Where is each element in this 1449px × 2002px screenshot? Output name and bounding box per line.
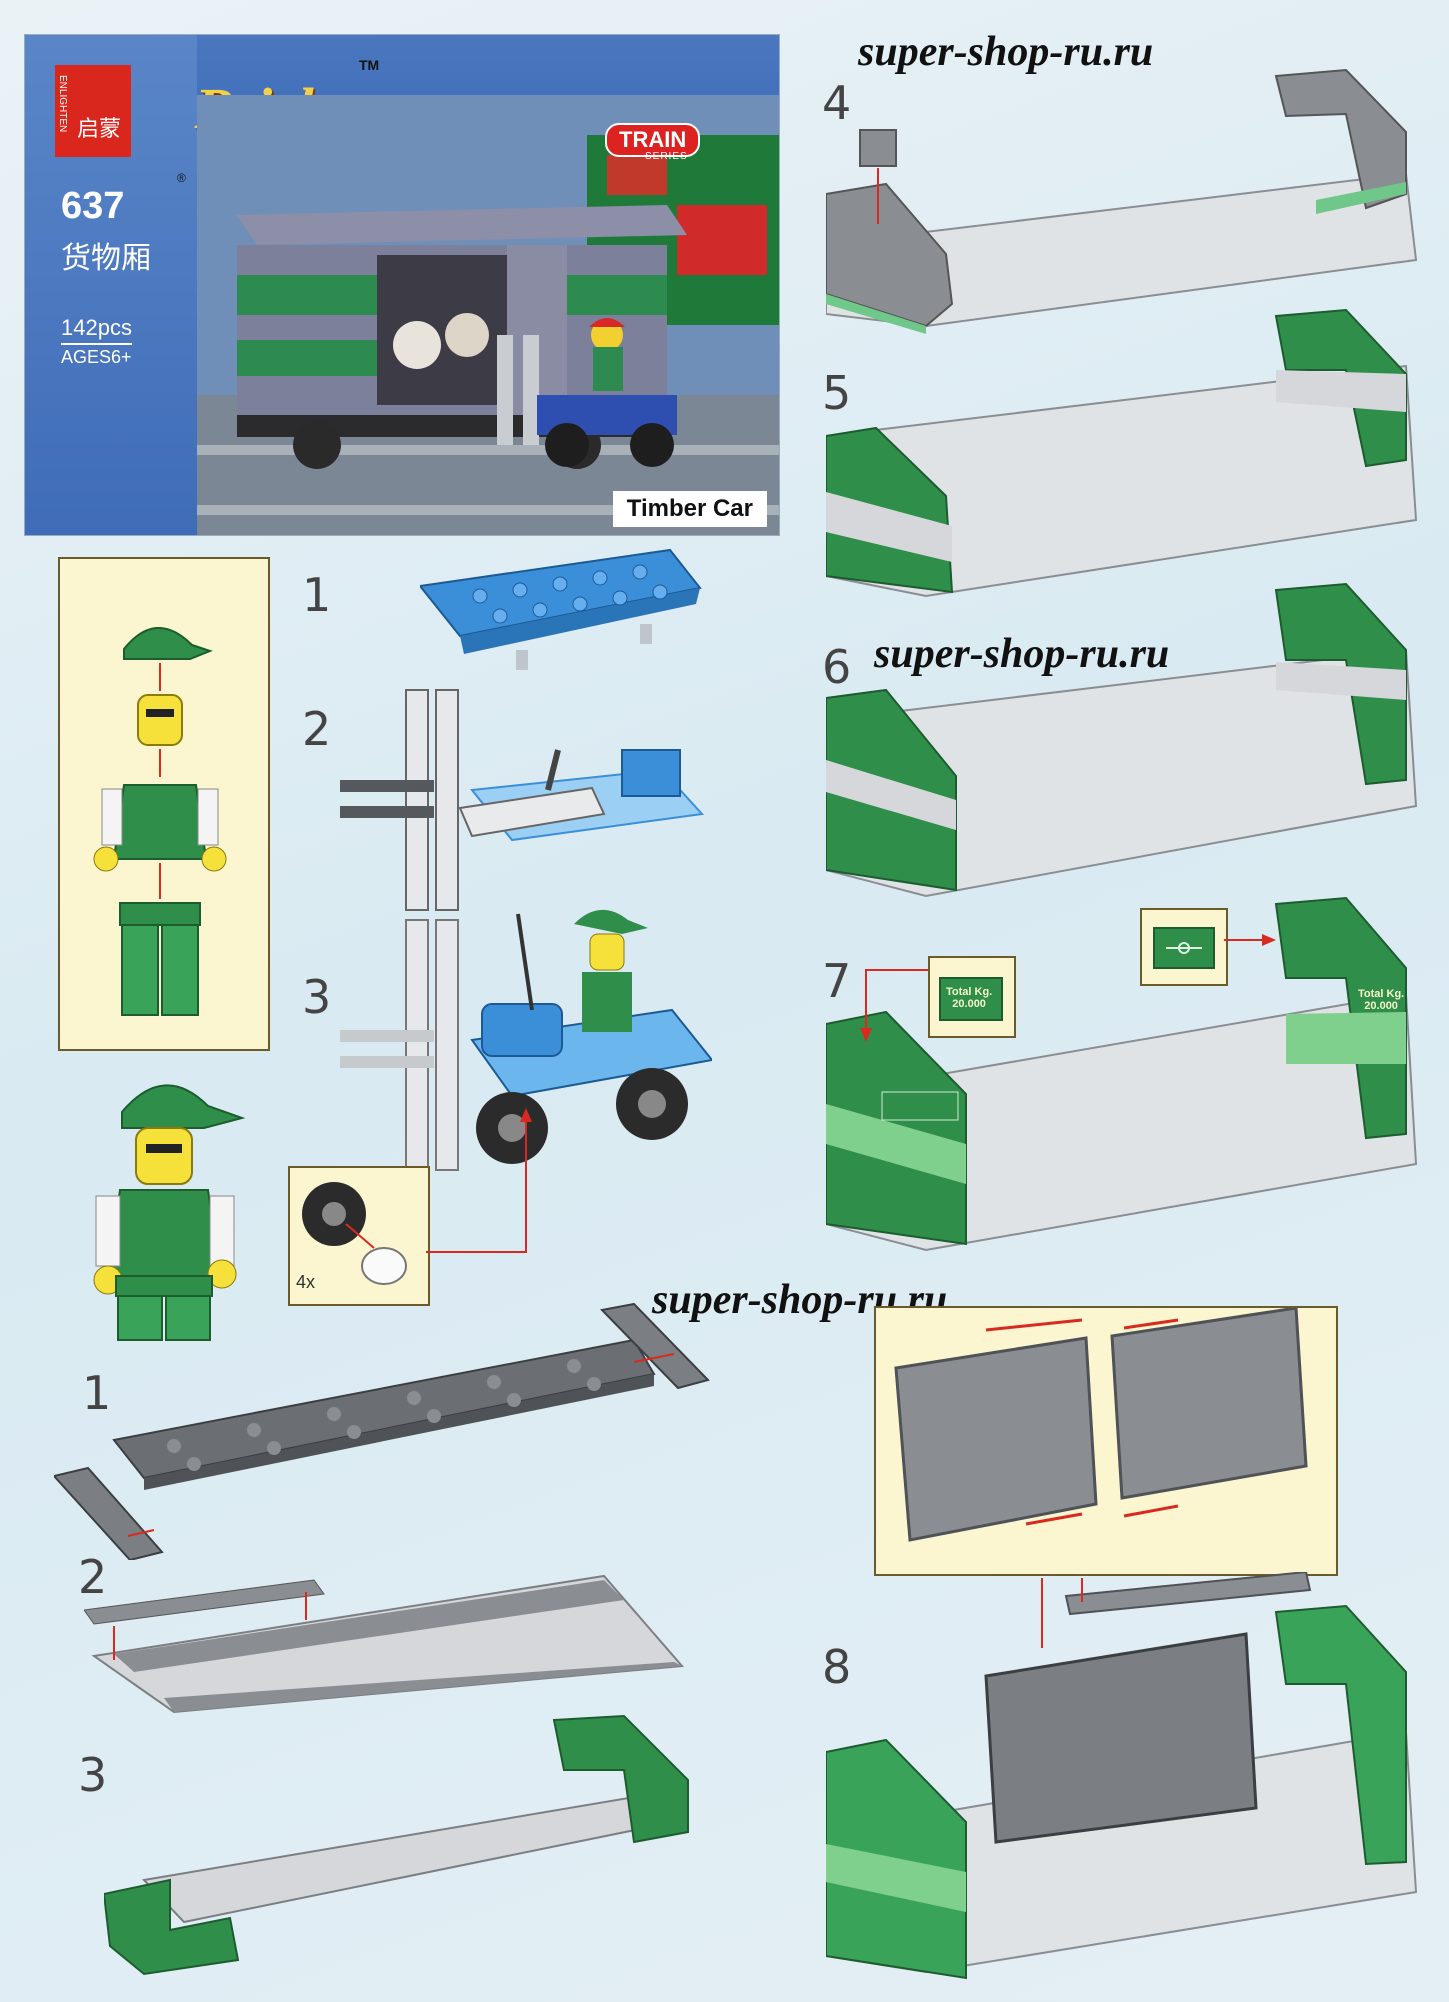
callout-arrow	[860, 969, 928, 1042]
step-number: 6	[822, 640, 852, 694]
age-rating: AGES6+	[61, 347, 132, 367]
wheel-callout-arrow	[426, 1108, 532, 1253]
minifigure-assembly-callout	[58, 557, 270, 1051]
model-name: Timber Car	[612, 491, 767, 527]
total-kg-label: Total Kg. 20.000	[1358, 988, 1404, 1012]
logo-text: ENLIGHTEN	[57, 75, 68, 133]
total-kg-value: 20.000	[1364, 1000, 1398, 1013]
logo-chinese: 启蒙	[77, 116, 122, 141]
registered-mark: ®	[177, 171, 186, 185]
base-step-2-diagram	[84, 1574, 685, 1714]
total-kg-title: Total Kg.	[946, 986, 993, 998]
minifigure-exploded-diagram	[93, 627, 227, 1016]
total-kg-label: Total Kg. 20.000	[946, 986, 992, 1010]
minifigure-assembled	[93, 1084, 246, 1341]
step-number: 2	[302, 702, 332, 756]
brick-callout	[1140, 908, 1228, 986]
watermark-text: super-shop-ru.ru	[874, 631, 1170, 677]
quantity-label: 4x	[296, 1272, 316, 1292]
car-step-6-diagram	[826, 582, 1418, 898]
cover-scene	[197, 95, 779, 535]
door-assembly-callout	[874, 1306, 1338, 1576]
chinese-title: 货物厢	[61, 242, 151, 275]
forklift-illustration	[497, 318, 677, 467]
step-number: 7	[822, 954, 852, 1008]
callout-arrow	[1224, 934, 1276, 946]
forklift-step-2-diagram	[340, 689, 705, 911]
base-step-3-diagram	[104, 1714, 689, 1976]
brand-logo: ENLIGHTEN 启蒙	[55, 65, 131, 157]
step-number: 4	[822, 76, 852, 130]
total-kg-title: Total Kg.	[1358, 988, 1405, 1000]
arrow-sign-brick	[1153, 927, 1215, 969]
step-number: 2	[78, 1550, 108, 1604]
series-badge: TRAIN	[605, 123, 701, 157]
trademark-mark: TM	[359, 57, 380, 73]
total-kg-value: 20.000	[952, 998, 986, 1011]
car-step-5-diagram	[826, 308, 1418, 598]
step-number: 1	[302, 568, 332, 622]
step-number: 1	[82, 1366, 112, 1420]
total-kg-brick	[939, 977, 1003, 1021]
car-step-7-diagram	[826, 896, 1418, 1252]
wheel-diagram	[302, 1182, 407, 1285]
step-number: 8	[822, 1640, 852, 1694]
watermark-text: super-shop-ru.ru	[858, 29, 1154, 75]
car-step-4-diagram	[826, 68, 1418, 334]
wheel-assembly-callout: 4x	[288, 1166, 430, 1306]
forklift-step-1-diagram	[420, 548, 702, 670]
box-cover-image: ENLIGHTEN 启蒙 Brick TM ® 637 货物厢 142pcs A…	[24, 34, 780, 536]
step-number: 3	[78, 1748, 108, 1802]
sliding-doors-diagram	[894, 1308, 1308, 1542]
car-step-8-diagram	[826, 1572, 1418, 1980]
piece-count: 142pcs	[61, 315, 132, 345]
step-number: 3	[302, 970, 332, 1024]
forklift-step-3-diagram	[340, 909, 712, 1171]
base-step-1-diagram	[54, 1302, 710, 1560]
train-car-illustration	[237, 205, 687, 469]
step-number: 5	[822, 366, 852, 420]
brick-callout: Total Kg. 20.000	[928, 956, 1016, 1038]
set-number: 637	[61, 185, 125, 227]
series-subtitle: SERIES	[645, 151, 688, 162]
